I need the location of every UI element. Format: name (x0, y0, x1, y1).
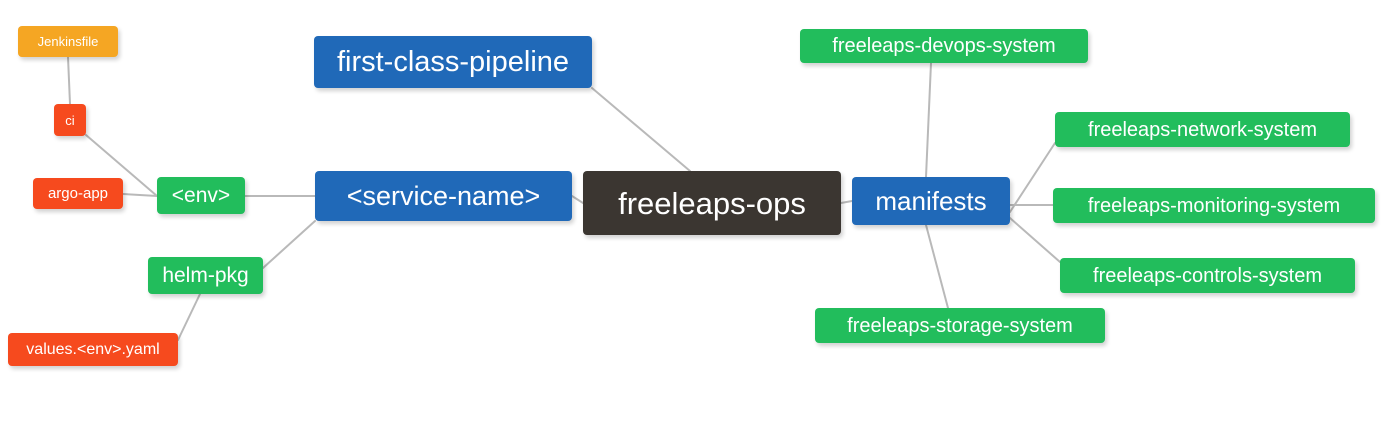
node-jenkinsfile[interactable]: Jenkinsfile (18, 26, 118, 57)
edge-manifests-to-freeleaps-devops-system (925, 62, 932, 178)
node-label: first-class-pipeline (336, 45, 570, 78)
node-freeleaps-network-system[interactable]: freeleaps-network-system (1055, 112, 1350, 147)
edge-helm-pkg-to-values-env-yaml (177, 293, 201, 341)
node-label: argo-app (47, 185, 109, 202)
node-label: Jenkinsfile (37, 34, 99, 49)
edge-service-name-to-helm-pkg (262, 220, 316, 269)
node-service-name[interactable]: <service-name> (315, 171, 572, 221)
node-label: freeleaps-monitoring-system (1087, 194, 1341, 217)
node-freeleaps-controls-system[interactable]: freeleaps-controls-system (1060, 258, 1355, 293)
node-label: <service-name> (346, 180, 541, 211)
node-freeleaps-devops-system[interactable]: freeleaps-devops-system (800, 29, 1088, 63)
node-label: manifests (875, 186, 987, 216)
node-label: freeleaps-storage-system (847, 314, 1073, 337)
node-freeleaps-monitoring-system[interactable]: freeleaps-monitoring-system (1053, 188, 1375, 223)
node-manifests[interactable]: manifests (852, 177, 1010, 225)
edge-freeleaps-ops-to-manifests (840, 200, 853, 204)
edge-first-class-pipeline-to-freeleaps-ops (591, 87, 691, 172)
edge-jenkinsfile-to-ci (67, 56, 71, 105)
node-first-class-pipeline[interactable]: first-class-pipeline (314, 36, 592, 88)
edge-manifests-to-freeleaps-storage-system (925, 224, 949, 309)
node-label: freeleaps-controls-system (1093, 264, 1322, 287)
node-freeleaps-ops[interactable]: freeleaps-ops (583, 171, 841, 235)
edge-service-name-to-freeleaps-ops (571, 195, 584, 204)
node-helm-pkg[interactable]: helm-pkg (148, 257, 263, 294)
node-values-env-yaml[interactable]: values.<env>.yaml (8, 333, 178, 366)
node-label: ci (65, 112, 75, 128)
node-env[interactable]: <env> (157, 177, 245, 214)
node-label: freeleaps-ops (618, 185, 806, 221)
node-label: values.<env>.yaml (26, 340, 160, 358)
node-ci[interactable]: ci (54, 104, 86, 136)
node-label: <env> (171, 184, 231, 207)
edge-manifests-to-freeleaps-network-system (1009, 142, 1056, 213)
node-label: freeleaps-devops-system (832, 35, 1056, 57)
edge-manifests-to-freeleaps-controls-system (1009, 217, 1061, 263)
edge-argo-app-to-env (122, 193, 158, 197)
edge-ci-to-env (85, 134, 158, 197)
node-freeleaps-storage-system[interactable]: freeleaps-storage-system (815, 308, 1105, 343)
node-label: freeleaps-network-system (1088, 118, 1317, 141)
node-label: helm-pkg (162, 264, 249, 287)
node-argo-app[interactable]: argo-app (33, 178, 123, 209)
